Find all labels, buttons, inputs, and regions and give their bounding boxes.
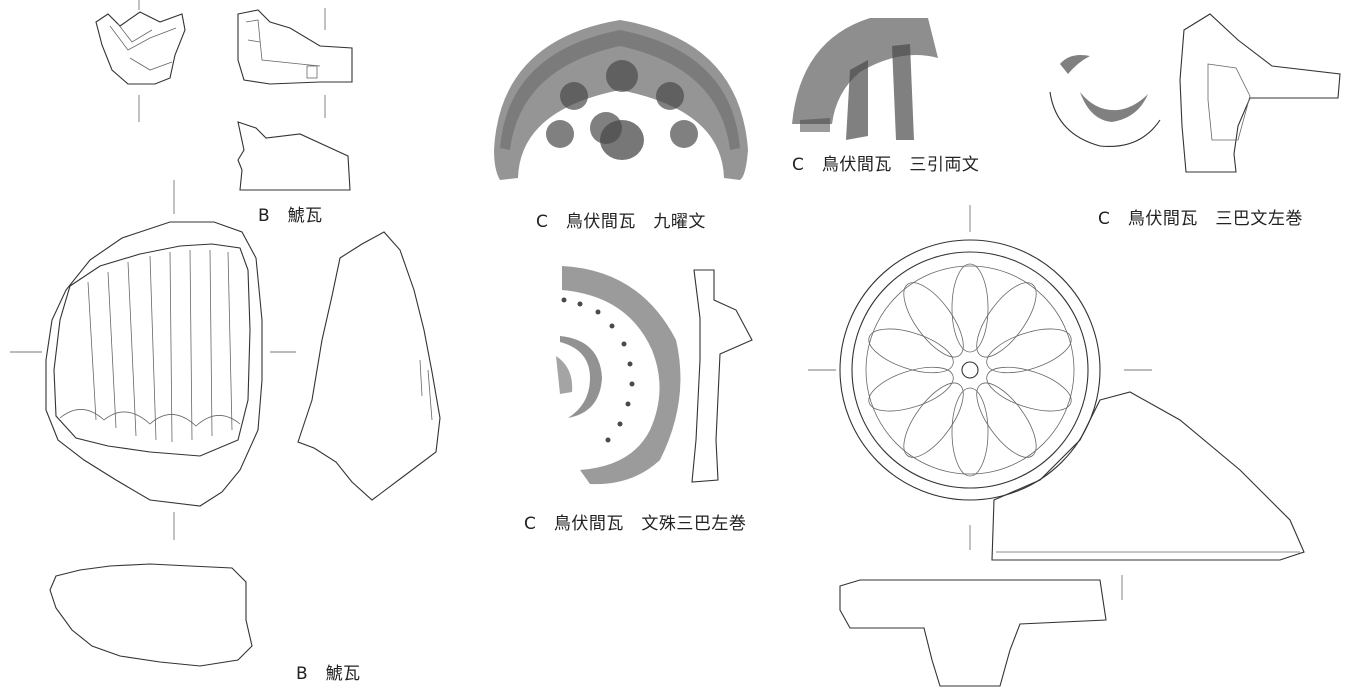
c-kuyo-rubbing <box>494 20 748 180</box>
caption-b-shachi-bottom: B 鯱瓦 <box>296 664 361 684</box>
chrysanthemum-tile-drawing <box>808 205 1305 687</box>
caption-c-mitsubiki: C 鳥伏間瓦 三引両文 <box>792 155 980 175</box>
c-mitsubiki-rubbing <box>792 18 938 140</box>
b-shachi-small-tile-drawings <box>95 0 353 191</box>
caption-b-shachi-top: B 鯱瓦 <box>258 206 323 226</box>
caption-c-kuyo: C 鳥伏間瓦 九曜文 <box>536 212 706 232</box>
c-monju-rubbing <box>556 266 753 485</box>
c-mitsudomoe-drawing <box>1049 13 1341 173</box>
caption-c-monju: C 鳥伏間瓦 文殊三巴左巻 <box>524 514 747 534</box>
b-shachi-large-tile-drawings <box>10 180 441 667</box>
caption-c-mitsudomoe: C 鳥伏間瓦 三巴文左巻 <box>1098 209 1303 229</box>
